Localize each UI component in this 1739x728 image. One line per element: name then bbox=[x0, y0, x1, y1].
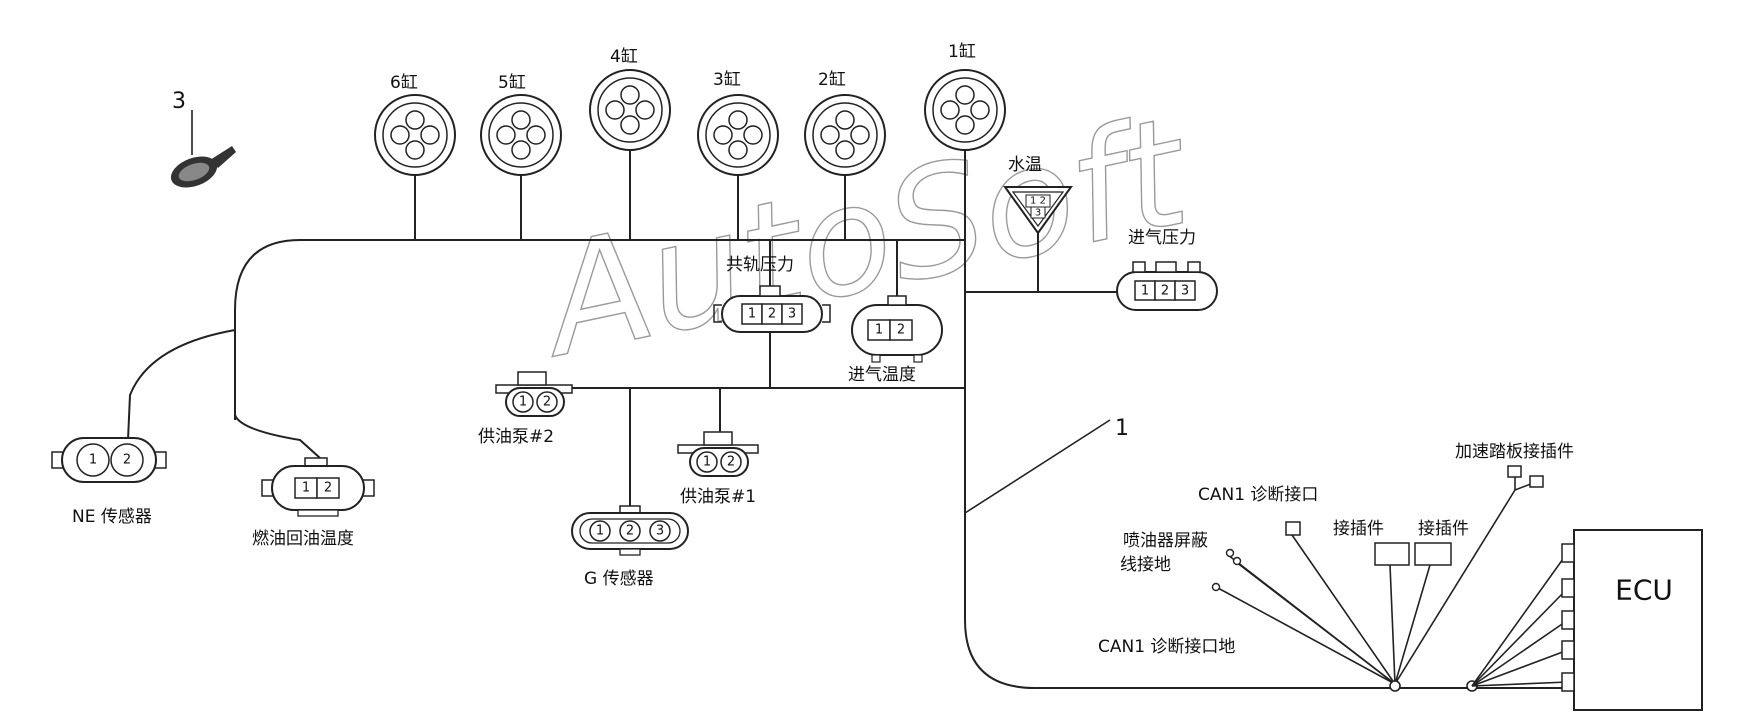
label-connector-b: 接插件 bbox=[1418, 519, 1469, 539]
ground-eyelet-3 bbox=[170, 110, 236, 188]
intake-temp-pin-1: 1 bbox=[875, 323, 883, 338]
wire-shield-2 bbox=[1235, 561, 1396, 685]
ecu-side-connectors bbox=[1211, 465, 1544, 592]
label-injector-shield-1: 喷油器屏蔽 bbox=[1123, 531, 1208, 551]
ecu-unit: ECU bbox=[1561, 529, 1703, 711]
label-ne-sensor: NE 传感器 bbox=[72, 507, 152, 527]
label-intake-temp: 进气温度 bbox=[848, 365, 916, 385]
wire-can-ground bbox=[1217, 587, 1396, 685]
intake-pressure-connector: 1 2 3 bbox=[1116, 261, 1218, 311]
g-sensor-pin-1: 1 bbox=[596, 524, 604, 539]
connector-a-plug bbox=[1374, 542, 1410, 566]
wire-can1-diag bbox=[1291, 534, 1396, 685]
trunk-top-wire bbox=[234, 239, 965, 420]
ecu-pin-wire-5 bbox=[1471, 681, 1569, 687]
pump1-pin-2: 2 bbox=[727, 455, 735, 470]
label-cyl1: 1缸 bbox=[948, 41, 976, 62]
supply-pump-1-connector: 1 2 bbox=[677, 431, 759, 477]
label-injector-shield-2: 线接地 bbox=[1120, 555, 1171, 575]
intake-temp-pin-2: 2 bbox=[897, 323, 905, 338]
label-can1-diag: CAN1 诊断接口 bbox=[1198, 485, 1318, 505]
branch-fuel-return bbox=[234, 414, 321, 459]
fuel-return-temp-connector: 1 2 bbox=[261, 457, 375, 517]
label-pump1: 供油泵#1 bbox=[680, 487, 756, 507]
ne-sensor-pin-2: 2 bbox=[123, 453, 131, 468]
ecu-pin-wire-2 bbox=[1471, 587, 1569, 687]
intake-pressure-pin-3: 3 bbox=[1181, 284, 1189, 299]
shield-ground-eyelet-1 bbox=[1225, 548, 1235, 558]
pump2-pin-2: 2 bbox=[543, 395, 551, 410]
ne-sensor-pin-1: 1 bbox=[89, 453, 97, 468]
ne-sensor-connector: 1 2 bbox=[51, 437, 167, 483]
label-rail-pressure: 共轨压力 bbox=[726, 255, 794, 275]
wire-accel-pedal bbox=[1394, 489, 1516, 685]
label-pump2: 供油泵#2 bbox=[478, 427, 554, 447]
g-sensor-connector: 1 2 3 bbox=[571, 505, 689, 556]
label-accel-pedal: 加速踏板接插件 bbox=[1455, 442, 1574, 462]
label-cyl5: 5缸 bbox=[498, 72, 526, 93]
accel-pedal-plug-1 bbox=[1507, 465, 1522, 478]
label-fuel-return-temp: 燃油回油温度 bbox=[252, 529, 354, 549]
label-g-sensor: G 传感器 bbox=[584, 569, 654, 589]
rail-pressure-pin-2: 2 bbox=[768, 307, 776, 322]
ecu-label: ECU bbox=[1615, 574, 1673, 607]
label-cyl3: 3缸 bbox=[713, 69, 741, 90]
pump1-pin-1: 1 bbox=[703, 455, 711, 470]
fuel-return-pin-1: 1 bbox=[302, 481, 310, 496]
connector-b-plug bbox=[1414, 542, 1452, 566]
injector-cyl6 bbox=[374, 94, 456, 176]
callout-1-leader bbox=[964, 419, 1111, 514]
callout-1: 1 bbox=[1115, 416, 1129, 441]
label-water-temp: 水温 bbox=[1008, 155, 1042, 175]
junction-node-a bbox=[1389, 680, 1401, 692]
main-harness bbox=[127, 150, 1569, 692]
label-can1-ground: CAN1 诊断接口地 bbox=[1098, 637, 1235, 657]
supply-pump-2-connector: 1 2 bbox=[495, 371, 573, 417]
label-connector-a: 接插件 bbox=[1333, 519, 1384, 539]
can-ground-eyelet bbox=[1211, 582, 1221, 592]
label-cyl4: 4缸 bbox=[610, 46, 638, 67]
injector-cyl3 bbox=[697, 94, 779, 176]
wire-connector-b bbox=[1394, 564, 1431, 685]
injector-cyl1 bbox=[924, 69, 1006, 151]
water-temp-pins-top: 1 2 bbox=[1030, 196, 1046, 207]
branch-ne-sensor bbox=[127, 329, 236, 441]
callout-3: 3 bbox=[172, 89, 186, 114]
injector-cyl4 bbox=[589, 69, 671, 151]
shield-ground-eyelet-2 bbox=[1232, 556, 1242, 566]
water-temp-sensor: 1 2 3 bbox=[1003, 186, 1073, 235]
can1-diag-plug bbox=[1285, 521, 1301, 536]
wire-connector-a bbox=[1389, 564, 1396, 685]
ecu-pin-wire-1 bbox=[1471, 551, 1569, 687]
injector-cyl2 bbox=[804, 94, 886, 176]
water-temp-pin-bottom: 3 bbox=[1035, 208, 1041, 219]
label-intake-pressure: 进气压力 bbox=[1128, 228, 1196, 248]
rail-pressure-pin-3: 3 bbox=[788, 307, 796, 322]
label-cyl2: 2缸 bbox=[818, 69, 846, 90]
accel-pedal-plug-2 bbox=[1529, 475, 1544, 488]
injector-cyl5 bbox=[480, 94, 562, 176]
fuel-return-pin-2: 2 bbox=[324, 481, 332, 496]
g-sensor-pin-2: 2 bbox=[626, 524, 634, 539]
ecu-pin-wire-4 bbox=[1471, 649, 1569, 687]
ecu-pin-wire-3 bbox=[1471, 619, 1569, 687]
g-sensor-pin-3: 3 bbox=[656, 524, 664, 539]
rail-pressure-pin-1: 1 bbox=[748, 307, 756, 322]
intake-pressure-pin-2: 2 bbox=[1161, 284, 1169, 299]
intake-pressure-pin-1: 1 bbox=[1141, 284, 1149, 299]
label-cyl6: 6缸 bbox=[390, 72, 418, 93]
rail-pressure-connector: 1 2 3 bbox=[713, 285, 831, 333]
trunk-right-wire bbox=[964, 240, 1565, 689]
pump2-pin-1: 1 bbox=[519, 395, 527, 410]
intake-temp-connector: 1 2 bbox=[851, 295, 943, 363]
